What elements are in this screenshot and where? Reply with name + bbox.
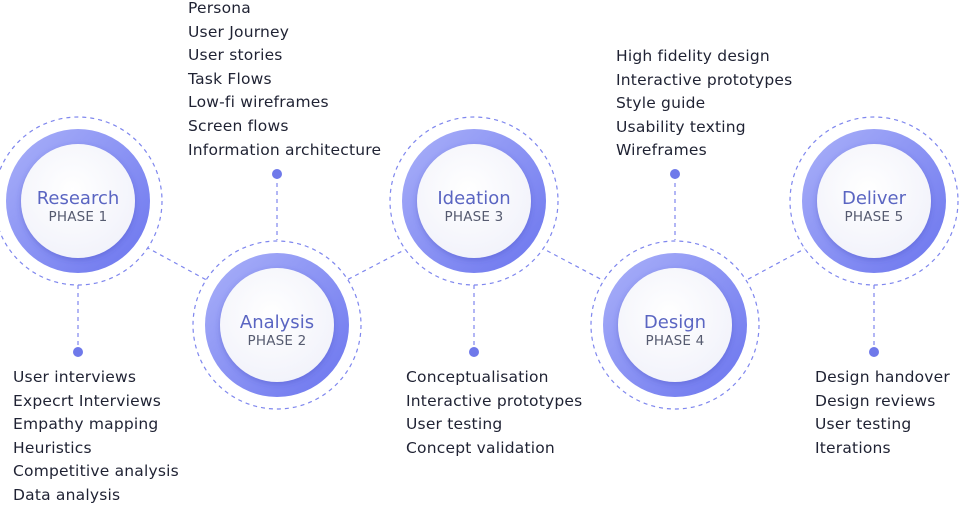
task-item: Interactive prototypes (616, 70, 793, 89)
task-item: Design reviews (815, 391, 936, 410)
phase-1-number: PHASE 1 (48, 209, 108, 225)
phase-2-inner-circle (220, 268, 334, 382)
stem-dot-1 (73, 347, 83, 357)
task-item: Conceptualisation (406, 368, 549, 386)
phase-3-task-list: Conceptualisation Interactive prototypes… (406, 366, 582, 460)
stem-dot-5 (869, 347, 879, 357)
phase-1-node (0, 116, 163, 286)
task-item: Heuristics (13, 438, 92, 457)
task-item: User stories (188, 46, 283, 65)
phase-4-inner-circle (618, 268, 732, 382)
task-item: Empathy mapping (13, 415, 159, 434)
task-item: Interactive prototypes (406, 391, 583, 410)
phase-5-node (789, 116, 959, 286)
stem-lines (77, 175, 875, 350)
phase-3-title: Ideation (437, 188, 511, 209)
phase-3-node (389, 116, 559, 286)
phase-5-label: Deliver PHASE 5 (804, 188, 944, 226)
stem-dot-3 (469, 347, 479, 357)
phase-5-task-list: Design handover Design reviews User test… (815, 366, 950, 460)
task-item: Expecrt Interviews (13, 391, 161, 410)
task-item: Design handover (815, 368, 950, 386)
stem-dots (73, 169, 879, 357)
phase-1-task-list: User interviews Expecrt Interviews Empat… (13, 366, 179, 508)
task-item: User testing (406, 415, 503, 434)
task-item: Data analysis (13, 485, 121, 504)
task-item: User Journey (188, 22, 290, 41)
phase-4-task-list: High fidelity design Interactive prototy… (616, 45, 792, 163)
phase-2-node (192, 240, 362, 410)
connector-2-3 (340, 246, 411, 284)
phase-2-title: Analysis (239, 312, 315, 333)
task-item: Screen flows (188, 116, 289, 135)
task-item: Concept validation (406, 438, 555, 457)
phase-4-label: Design PHASE 4 (605, 312, 745, 350)
stem-dot-4 (670, 169, 680, 179)
task-item: Style guide (616, 94, 706, 113)
task-item: Usability texting (616, 117, 746, 136)
task-item: Persona (188, 0, 251, 17)
task-item: Iterations (815, 438, 891, 457)
task-item: Wireframes (616, 141, 707, 160)
connector-lines (145, 246, 809, 284)
phase-1-inner-circle (21, 144, 135, 258)
phase-1-label: Research PHASE 1 (8, 188, 148, 226)
task-item: User testing (815, 415, 912, 434)
phase-2-number: PHASE 2 (247, 333, 307, 349)
phase-4-number: PHASE 4 (645, 333, 705, 349)
phase-4-node (590, 240, 760, 410)
phase-3-number: PHASE 3 (444, 209, 504, 225)
task-item: High fidelity design (616, 47, 770, 65)
connector-3-4 (539, 246, 609, 284)
phase-3-label: Ideation PHASE 3 (404, 188, 544, 226)
phase-2-task-list: Persona User Journey User stories Task F… (188, 0, 381, 162)
phase-2-label: Analysis PHASE 2 (207, 312, 347, 350)
phase-5-number: PHASE 5 (844, 209, 904, 225)
task-item: Task Flows (188, 69, 272, 88)
task-item: Low-fi wireframes (188, 93, 329, 112)
phase-5-inner-circle (817, 144, 931, 258)
connector-4-5 (740, 246, 809, 284)
task-item: Information architecture (188, 140, 382, 159)
phase-3-inner-circle (417, 144, 531, 258)
phase-1-title: Research (36, 188, 120, 209)
phase-5-title: Deliver (841, 188, 907, 209)
stem-dot-2 (272, 169, 282, 179)
phase-4-title: Design (643, 312, 707, 333)
connector-1-2 (145, 246, 213, 284)
task-item: Competitive analysis (13, 462, 179, 481)
task-item: User interviews (13, 368, 137, 386)
